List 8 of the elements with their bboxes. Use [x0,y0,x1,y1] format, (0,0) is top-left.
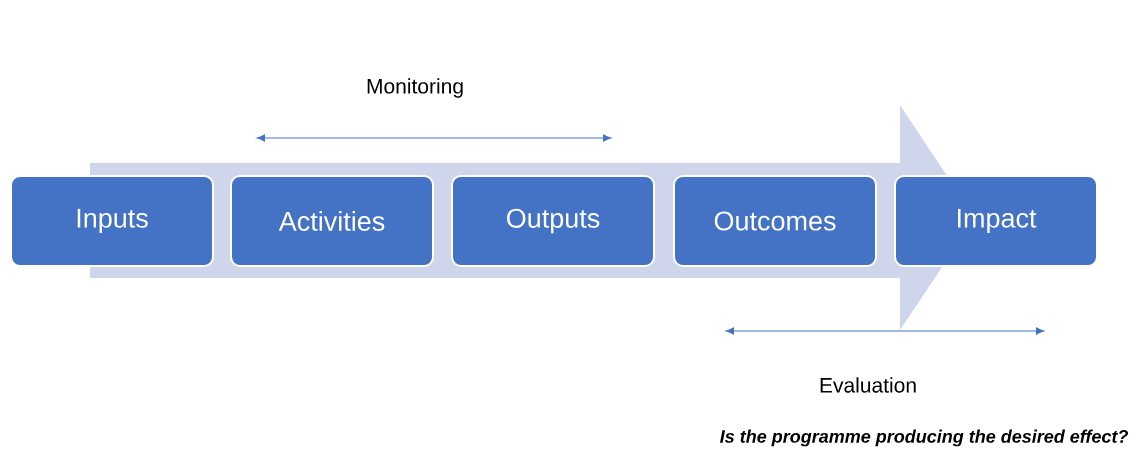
stage-box: Outputs [451,175,655,267]
caption: Is the programme producing the desired effect? [720,429,1129,447]
range-label: Evaluation [820,377,916,393]
stage-box: Activities [230,175,434,267]
stage-box: Impact [894,175,1098,267]
stage-box: Inputs [10,175,214,267]
stage-box: Outcomes [673,175,877,267]
range-label: Monitoring [367,78,463,98]
